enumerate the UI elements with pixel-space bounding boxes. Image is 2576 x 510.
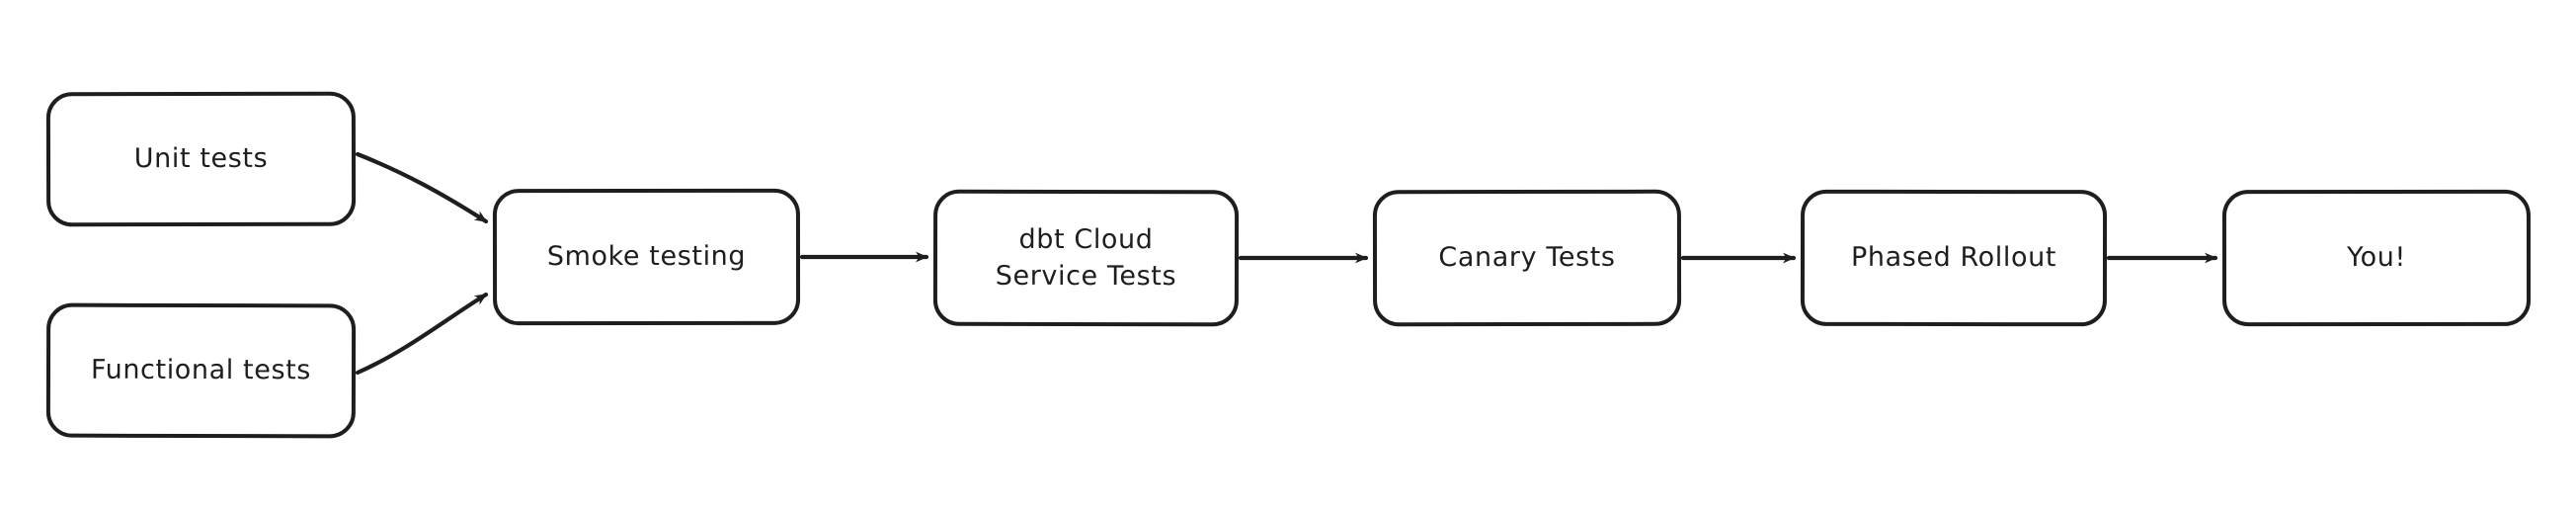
node-unit-tests-label: Unit tests bbox=[133, 143, 269, 175]
node-functional-tests[interactable]: Functional tests bbox=[45, 302, 357, 439]
node-functional-tests-label: Functional tests bbox=[90, 355, 312, 386]
node-smoke-testing-label: Smoke testing bbox=[546, 241, 747, 273]
node-canary-tests-label: Canary Tests bbox=[1438, 242, 1616, 274]
node-smoke-testing[interactable]: Smoke testing bbox=[492, 188, 801, 326]
node-dbt-cloud-service-tests-label: dbt Cloud Service Tests bbox=[995, 223, 1177, 293]
node-phased-rollout-label: Phased Rollout bbox=[1850, 242, 2057, 274]
node-canary-tests[interactable]: Canary Tests bbox=[1372, 189, 1682, 327]
node-phased-rollout[interactable]: Phased Rollout bbox=[1800, 189, 2108, 327]
edge-unit-tests-to-smoke-testing bbox=[355, 151, 489, 224]
node-dbt-cloud-service-tests[interactable]: dbt Cloud Service Tests bbox=[932, 189, 1240, 327]
node-unit-tests[interactable]: Unit tests bbox=[45, 91, 357, 227]
edge-functional-tests-to-smoke-testing bbox=[355, 292, 489, 376]
node-you-label: You! bbox=[2347, 242, 2406, 274]
node-you[interactable]: You! bbox=[2221, 189, 2532, 327]
